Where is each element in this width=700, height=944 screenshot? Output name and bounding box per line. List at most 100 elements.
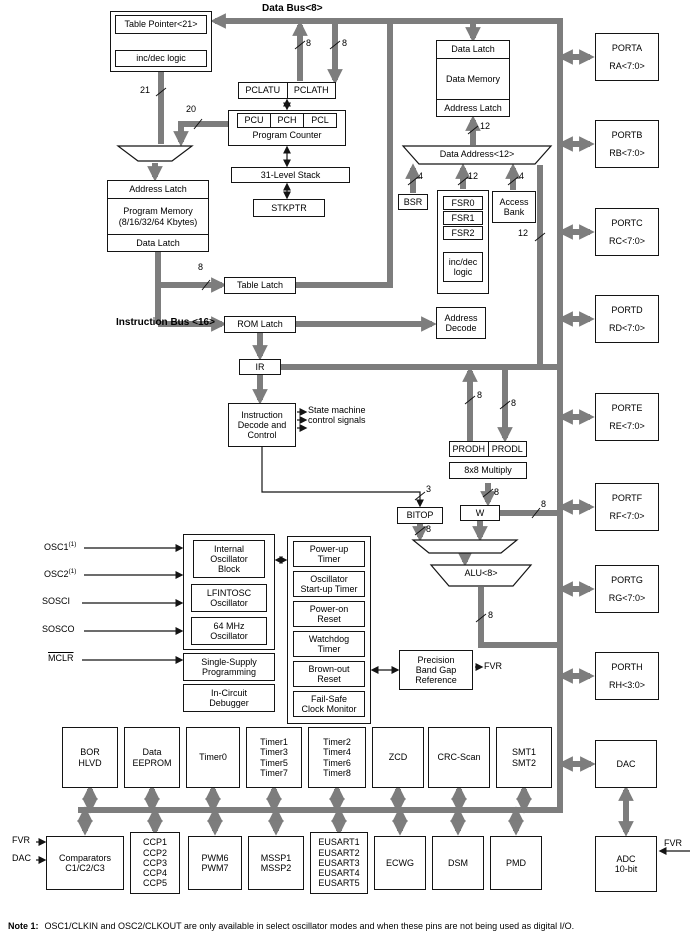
bus-tablelatch-to-databus bbox=[296, 21, 393, 288]
block-table-latch: Table Latch bbox=[224, 277, 296, 294]
block-64mhz-oscillator: 64 MHz Oscillator bbox=[191, 617, 267, 645]
block-stkptr: STKPTR bbox=[253, 199, 325, 217]
fvr-label-right: FVR bbox=[664, 838, 682, 848]
block-precision-band-gap: Precision Band Gap Reference bbox=[399, 650, 473, 690]
block-zcd: ZCD bbox=[372, 727, 424, 788]
block-internal-oscillator: Internal Oscillator Block bbox=[193, 540, 265, 578]
data-memory-label: Data Memory bbox=[437, 58, 509, 99]
width-20: 20 bbox=[186, 104, 197, 114]
footnote: Note 1:OSC1/CLKIN and OSC2/CLKOUT are on… bbox=[8, 921, 698, 931]
block-single-supply: Single-Supply Programming bbox=[183, 653, 275, 681]
porte-pins: RE<7:0> bbox=[609, 420, 645, 431]
sosco-pin-label: SOSCO bbox=[42, 624, 75, 634]
pc-address-mux bbox=[116, 145, 194, 162]
sosci-pin-label: SOSCI bbox=[42, 596, 71, 606]
block-fail-safe-clock-monitor: Fail-Safe Clock Monitor bbox=[293, 691, 365, 717]
data-address-latch: Address Latch bbox=[437, 99, 509, 116]
block-access-bank: Access Bank bbox=[492, 191, 536, 223]
bus-width-slashes bbox=[155, 40, 546, 623]
width-8-tablelatch: 8 bbox=[198, 262, 204, 272]
block-powerup-timer: Power-up Timer bbox=[293, 541, 365, 567]
footnote-prefix: Note 1: bbox=[8, 921, 39, 931]
fvr-label-mid: FVR bbox=[484, 661, 502, 671]
block-ecwg: ECWG bbox=[374, 836, 426, 890]
fvr-label-left: FVR bbox=[12, 835, 30, 845]
osc1-note-sup: (1) bbox=[68, 541, 77, 548]
prog-data-latch: Data Latch bbox=[108, 234, 208, 251]
pclatu-cell: PCLATU bbox=[245, 85, 281, 96]
portc-pins: RC<7:0> bbox=[608, 235, 646, 246]
block-fsr1: FSR1 bbox=[443, 211, 483, 225]
block-comparators: Comparators C1/C2/C3 bbox=[46, 836, 124, 890]
data-latch-top: Data Latch bbox=[451, 44, 495, 55]
block-31-level-stack: 31-Level Stack bbox=[231, 167, 350, 183]
porta-name: PORTA bbox=[611, 43, 643, 54]
osc2-pin-label: OSC2(1) bbox=[44, 568, 77, 579]
block-w-register: W bbox=[460, 505, 500, 521]
prog-address-latch: Address Latch bbox=[129, 184, 187, 195]
prog-memory-label: Program Memory (8/16/32/64 Kbytes) bbox=[108, 198, 208, 234]
width-8-bitop-out: 8 bbox=[426, 524, 432, 534]
block-8x8-multiply: 8x8 Multiply bbox=[449, 462, 527, 479]
data-address-mux bbox=[401, 145, 553, 165]
state-machine-label: State machine control signals bbox=[308, 405, 366, 426]
bus-alu-out bbox=[478, 587, 557, 648]
width-8-pclat-down: 8 bbox=[342, 38, 348, 48]
dac-label-left: DAC bbox=[12, 853, 32, 863]
osc2-note-sup: (1) bbox=[68, 568, 77, 575]
block-program-counter: PCU PCH PCL Program Counter bbox=[228, 110, 346, 146]
block-pclat: PCLATU PCLATH bbox=[238, 82, 336, 99]
width-8-w-bus: 8 bbox=[541, 499, 547, 509]
portd-pins: RD<7:0> bbox=[608, 322, 646, 333]
block-prod: PRODH PRODL bbox=[449, 441, 527, 457]
program-counter-caption: Program Counter bbox=[252, 130, 322, 140]
block-pwm: PWM6 PWM7 bbox=[188, 836, 242, 890]
instruction-bus-label: Instruction Bus <16> bbox=[116, 317, 215, 328]
width-4-access: 4 bbox=[519, 171, 525, 181]
block-ir: IR bbox=[239, 359, 281, 375]
width-12-addrlatch: 12 bbox=[480, 121, 491, 131]
block-bsr: BSR bbox=[398, 194, 428, 210]
pcl-cell: PCL bbox=[303, 114, 336, 127]
block-timer0: Timer0 bbox=[186, 727, 240, 788]
bus-pc-20 bbox=[173, 121, 230, 147]
block-inc-dec-logic-top: inc/dec logic bbox=[115, 50, 207, 67]
width-4-bsr: 4 bbox=[418, 171, 424, 181]
block-brown-out-reset: Brown-out Reset bbox=[293, 661, 365, 687]
width-8-pclat-up: 8 bbox=[306, 38, 312, 48]
block-fsr2: FSR2 bbox=[443, 226, 483, 240]
width-8-mult: 8 bbox=[494, 487, 500, 497]
porth-name: PORTH bbox=[611, 662, 643, 673]
block-watchdog-timer: Watchdog Timer bbox=[293, 631, 365, 657]
block-eusart: EUSART1 EUSART2 EUSART3 EUSART4 EUSART5 bbox=[310, 832, 368, 894]
block-adc: ADC 10-bit bbox=[595, 836, 657, 892]
block-timers-odd: Timer1 Timer3 Timer5 Timer7 bbox=[246, 727, 302, 788]
block-ccp: CCP1 CCP2 CCP3 CCP4 CCP5 bbox=[130, 832, 180, 894]
pcu-cell: PCU bbox=[244, 115, 264, 126]
data-bus-label: Data Bus<8> bbox=[262, 3, 323, 14]
mclr-pin-label: MCLR bbox=[48, 653, 74, 663]
block-dac: DAC bbox=[595, 740, 657, 788]
alu-block bbox=[429, 564, 533, 587]
width-12-down: 12 bbox=[518, 228, 529, 238]
block-smt: SMT1 SMT2 bbox=[496, 727, 552, 788]
portg-name: PORTG bbox=[611, 575, 643, 586]
block-mssp: MSSP1 MSSP2 bbox=[248, 836, 304, 890]
width-12-fsr: 12 bbox=[468, 171, 479, 181]
pch-cell: PCH bbox=[270, 114, 303, 127]
block-crc-scan: CRC-Scan bbox=[428, 727, 490, 788]
portg-pins: RG<7:0> bbox=[608, 592, 646, 603]
block-dsm: DSM bbox=[432, 836, 484, 890]
block-pmd: PMD bbox=[490, 836, 542, 890]
data-address-mux-label: Data Address<12> bbox=[439, 149, 515, 159]
portf-name: PORTF bbox=[611, 493, 643, 504]
width-3-bitop: 3 bbox=[426, 484, 432, 494]
